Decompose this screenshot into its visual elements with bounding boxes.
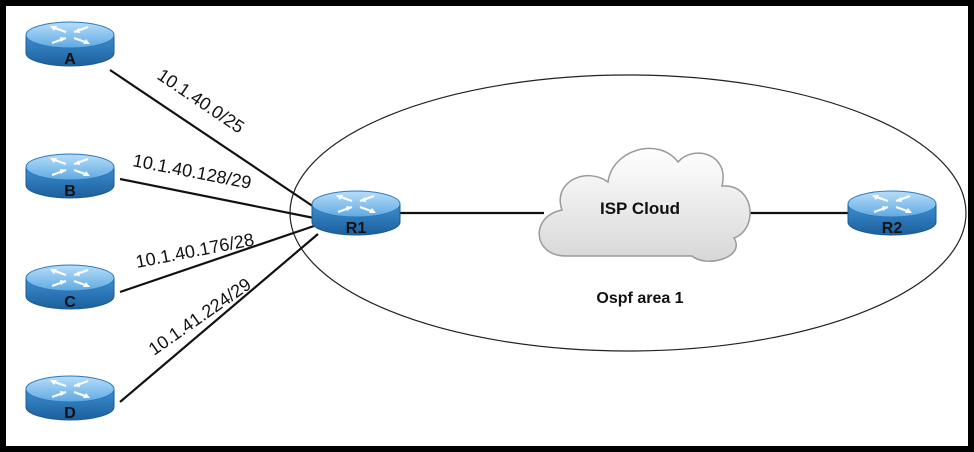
link-d-r1 — [119, 233, 319, 403]
router-d-label: D — [64, 405, 76, 422]
router-a-label: A — [64, 51, 76, 68]
isp-cloud-label: ISP Cloud — [600, 199, 680, 218]
router-r1[interactable]: R1 — [311, 190, 401, 237]
router-b[interactable]: B — [25, 153, 115, 200]
ospf-area-label: Ospf area 1 — [596, 290, 683, 307]
subnet-label-b: 10.1.40.128/29 — [131, 150, 253, 193]
link-c-r1 — [119, 224, 315, 294]
router-r1-label: R1 — [346, 220, 367, 237]
cloud-icon — [538, 147, 751, 262]
router-b-label: B — [64, 183, 76, 200]
router-r2-label: R2 — [882, 220, 903, 237]
router-r2[interactable]: R2 — [847, 190, 937, 237]
router-c[interactable]: C — [25, 264, 115, 311]
subnet-label-a: 10.1.40.0/25 — [154, 65, 248, 138]
router-a[interactable]: A — [25, 21, 115, 68]
isp-cloud: ISP Cloud — [538, 147, 751, 262]
subnet-label-d: 10.1.41.224/29 — [145, 274, 255, 359]
link-b-r1 — [119, 177, 315, 220]
link-a-r1 — [109, 69, 321, 212]
network-diagram: 10.1.40.0/25 10.1.40.128/29 10.1.40.176/… — [6, 6, 968, 446]
router-c-label: C — [64, 294, 76, 311]
diagram-svg: 10.1.40.0/25 10.1.40.128/29 10.1.40.176/… — [25, 21, 967, 422]
links — [109, 69, 848, 403]
router-d[interactable]: D — [25, 375, 115, 422]
